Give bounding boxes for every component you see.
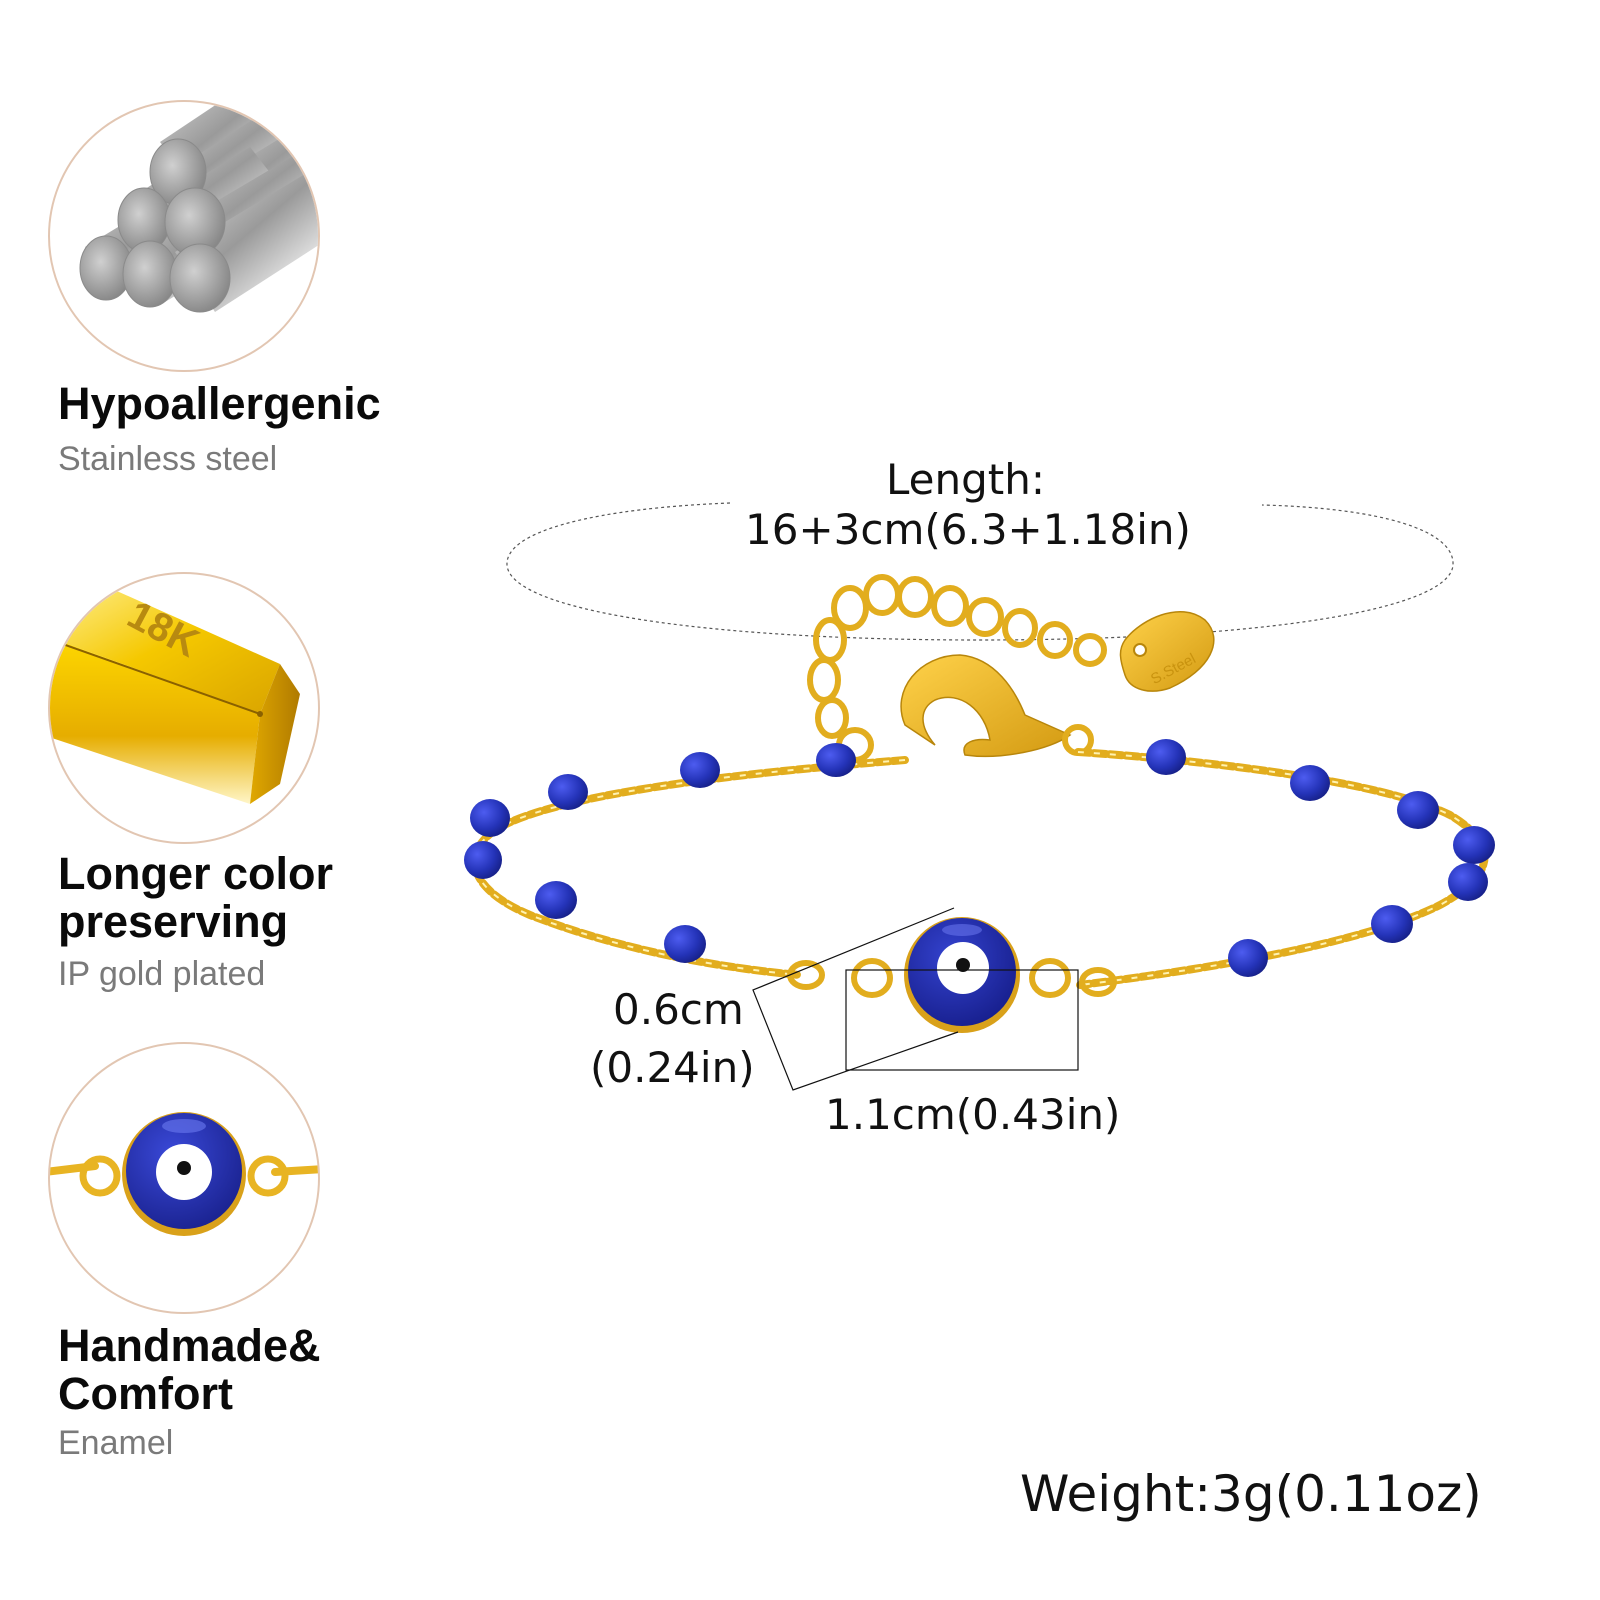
enamel-bead <box>816 743 856 777</box>
enamel-bead <box>1290 765 1330 801</box>
gold-bar-icon: 18K <box>48 572 320 844</box>
charm-connectors <box>787 958 1117 998</box>
length-guide-ellipse <box>506 502 1454 641</box>
enamel-bead <box>664 925 706 963</box>
enamel-bead <box>464 841 502 879</box>
enamel-bead <box>1371 905 1413 943</box>
charm-height-in: (0.24in) <box>590 1043 755 1092</box>
heart-tag: S.Steel <box>1119 611 1215 692</box>
evil-eye-charm <box>904 917 1020 1033</box>
feature-subtitle: Stainless steel <box>58 440 278 478</box>
enamel-bead <box>1146 739 1186 775</box>
enamel-bead <box>1228 939 1268 977</box>
feature-title-line2: Comfort <box>58 1368 233 1419</box>
enamel-bead <box>1397 791 1439 829</box>
charm-height-cm: 0.6cm <box>613 985 744 1034</box>
feature-subtitle: IP gold plated <box>58 955 266 993</box>
enamel-bead <box>470 799 510 837</box>
feature-handmade-comfort: Handmade& Comfort Enamel <box>48 1042 468 1472</box>
length-label: Length: <box>886 455 1046 504</box>
charm-dimension-guides <box>752 907 1079 1091</box>
feature-subtitle: Enamel <box>58 1424 174 1462</box>
feature-title-line2: preserving <box>58 896 289 947</box>
lobster-clasp <box>900 654 1094 758</box>
enamel-bead <box>535 881 577 919</box>
feature-title-line1: Longer color <box>58 848 334 899</box>
enamel-bead <box>1448 863 1488 901</box>
enamel-bead <box>548 774 588 810</box>
feature-title-line1: Handmade& <box>58 1320 321 1371</box>
weight-label: Weight:3g(0.11oz) <box>1020 1465 1482 1523</box>
evil-eye-charm-icon <box>48 1042 320 1314</box>
enamel-bead <box>1453 826 1495 864</box>
enamel-bead <box>680 752 720 788</box>
feature-hypoallergenic: Hypoallergenic Stainless steel <box>48 100 468 490</box>
enamel-beads <box>464 739 1495 977</box>
feature-title: Hypoallergenic <box>58 378 381 429</box>
feature-color-preserving: 18K Longer color preserving IP gold plat… <box>48 572 468 1002</box>
length-value: 16+3cm(6.3+1.18in) <box>745 505 1191 554</box>
charm-width: 1.1cm(0.43in) <box>825 1090 1121 1139</box>
extender-chain <box>807 574 1107 763</box>
